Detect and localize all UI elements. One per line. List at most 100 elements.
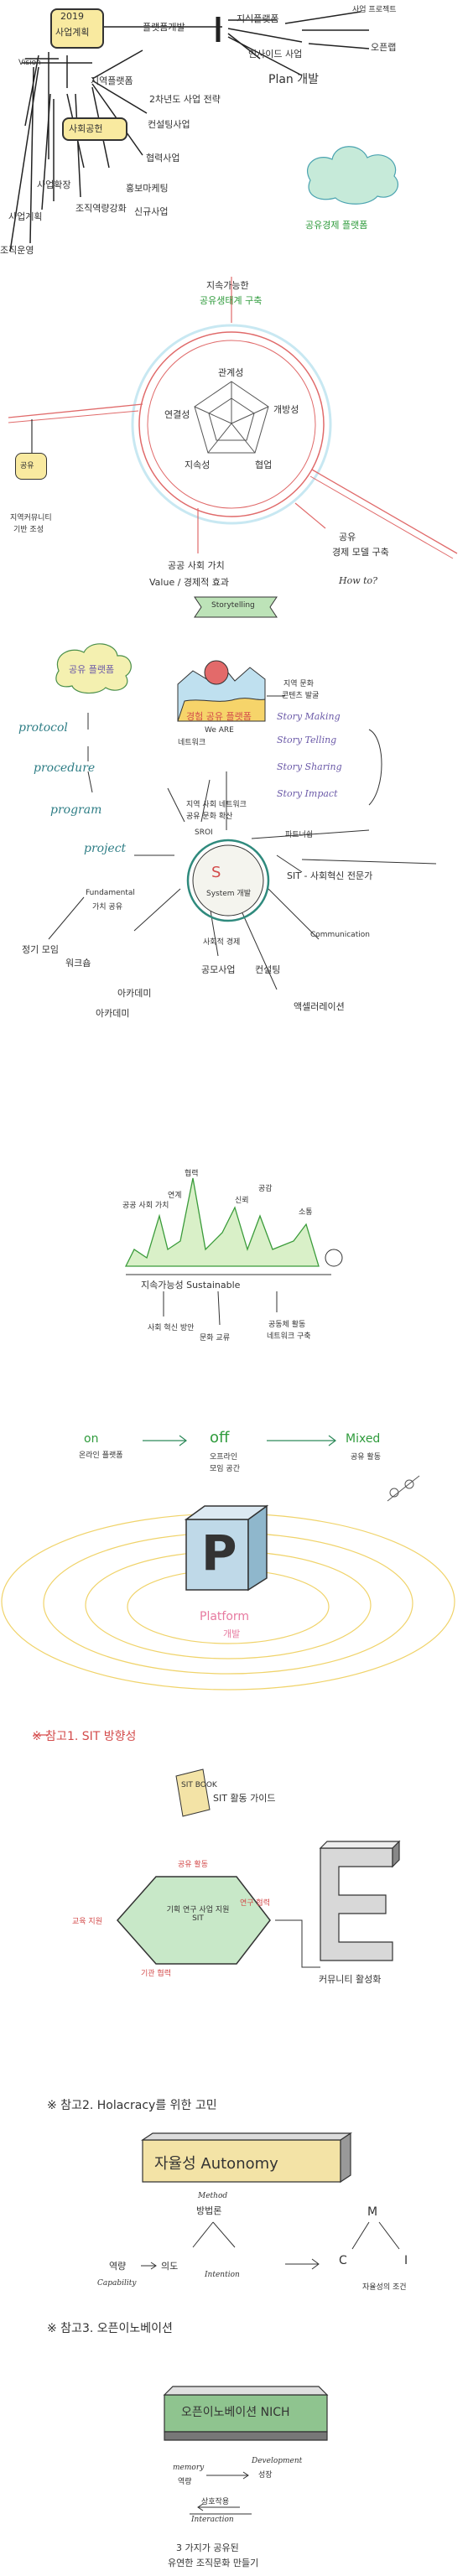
fund-sub: 가치 공유 <box>92 903 122 911</box>
radar-label-2: 개방성 <box>273 404 299 415</box>
sub-right-3: 협력사업 <box>146 153 180 164</box>
story-2: Story Telling <box>277 735 337 745</box>
left-small-2: 워크숍 <box>65 958 91 969</box>
center-node-oval <box>50 8 104 49</box>
s7-title: ※ 참고2. Holacracy를 위한 고민 <box>47 2099 217 2112</box>
sroi: SROI <box>195 828 213 837</box>
far-right-mid: 오픈랩 <box>371 42 397 53</box>
mountain-sub: We ARE <box>205 726 234 735</box>
method: Method <box>198 2192 228 2200</box>
center-year: 2019 <box>60 11 84 22</box>
star-note: 네트워크 <box>178 739 206 747</box>
radar-chart <box>194 381 269 454</box>
right-item-3: Plan 개발 <box>268 73 319 86</box>
right-c: C <box>339 2254 347 2267</box>
cloud-caption: 공유경제 플랫폼 <box>305 220 368 231</box>
left-side-2: 조직운영 <box>0 245 34 256</box>
on-label: on <box>84 1432 99 1446</box>
under-3: 공동체 활동 <box>268 1321 306 1329</box>
platform-sub: 개발 <box>223 1628 241 1639</box>
sub-right-4: 홍보마케팅 <box>126 183 169 194</box>
letter-e-3d <box>319 1840 401 1961</box>
book <box>175 1768 211 1817</box>
left-small-1: 정기 모임 <box>22 944 59 955</box>
right-diag: 파트너쉽 <box>285 831 314 839</box>
left-box-label: 공유 <box>20 462 34 470</box>
memory: memory <box>173 2464 205 2472</box>
left-caption-1: 지역커뮤니티 <box>10 514 52 522</box>
branch-left: 지역플랫폼 <box>91 75 133 86</box>
right-item-1: 지식플랫폼 <box>237 13 279 24</box>
peak-2: 협력 <box>185 1170 199 1178</box>
off-sub-1: 오프라인 <box>210 1453 238 1462</box>
banner-label: Storytelling <box>211 601 255 610</box>
hex-node-1: 공유 활동 <box>178 1861 208 1869</box>
right-node: 플랫폼개발 <box>143 22 185 33</box>
protocol: protocol <box>18 721 68 735</box>
peak-4: 공감 <box>258 1185 273 1193</box>
bottom-right-2: 경제 모델 구축 <box>332 547 389 558</box>
peak-graph <box>124 1177 320 1267</box>
hex-center: 기획 연구 사업 지원 SIT <box>166 1906 230 1923</box>
far-right-top: 사업 프로젝트 <box>352 6 397 14</box>
s6-title: ※ 참고1. SIT 방향성 <box>32 1730 137 1743</box>
peak-5: 소통 <box>299 1208 313 1217</box>
sub-bottom-3: 신규사업 <box>134 206 169 217</box>
book-label: SIT BOOK <box>181 1781 217 1789</box>
left-small-3: 아카데미 <box>117 988 152 999</box>
left-top: Vision <box>18 59 41 67</box>
bottom-item-1: 사회적 경제 <box>203 938 241 947</box>
sub-node: 사회공헌 <box>69 123 103 134</box>
left-word: 역량 <box>109 2261 127 2272</box>
capability: Capability <box>97 2279 137 2288</box>
right-note: 자율성의 조건 <box>362 2283 407 2292</box>
bottom-item-4: 아카데미 <box>96 1008 130 1019</box>
intention: Intention <box>205 2271 240 2279</box>
sit: SIT - 사회혁신 전문가 <box>287 870 373 881</box>
s6-under: 커뮤니티 활성화 <box>319 1974 382 1985</box>
top-center: 지역 사회 네트워크 <box>186 801 247 809</box>
bar-label: 지속가능성 Sustainable <box>141 1280 241 1291</box>
hexagon <box>116 1876 271 1965</box>
sub-bottom-1: 사업확장 <box>37 179 71 190</box>
radar-label-4: 지속성 <box>185 460 211 470</box>
sub-node-box <box>62 117 127 141</box>
s8-title: ※ 참고3. 오픈이노베이션 <box>47 2322 173 2335</box>
autonomy-label: 자율성 Autonomy <box>154 2155 278 2173</box>
top-center-2: 공유 문화 확산 <box>186 813 233 821</box>
mixed-sub: 공유 활동 <box>351 1453 381 1462</box>
right-item-2: 인사이드 사업 <box>248 49 303 60</box>
story-1: Story Making <box>277 711 341 722</box>
hex-node-3: 연구 협력 <box>240 1899 270 1908</box>
interaction: Interaction <box>191 2516 234 2524</box>
bottom-right-1: 공유 <box>339 532 356 543</box>
left-small-box <box>15 453 47 480</box>
sub-bottom-2: 조직역량강화 <box>75 203 127 214</box>
on-sub: 온라인 플랫폼 <box>79 1452 123 1460</box>
block-label: 오픈이노베이션 NICH <box>181 2406 290 2419</box>
under-right: 네트워크 구축 <box>267 1332 311 1341</box>
right-m: M <box>367 2205 378 2219</box>
hex-node-4: 기관 협력 <box>141 1970 171 1978</box>
interaction-sub: 상호작용 <box>201 2498 230 2506</box>
story-4: Story Impact <box>277 788 338 799</box>
peak-3: 신뢰 <box>235 1197 249 1205</box>
sub-right-2: 컨설팅사업 <box>148 119 190 130</box>
right-note-2: 콘텐츠 발굴 <box>282 692 320 700</box>
bottom-far: 액셀러레이션 <box>294 1001 345 1012</box>
method-sub: 방법론 <box>196 2205 222 2216</box>
p-letter: P <box>201 1524 237 1581</box>
system-s: S <box>211 864 221 881</box>
off-label: off <box>210 1429 230 1446</box>
bottom-left-2: Value / 경제적 효과 <box>149 577 230 588</box>
mixed-label: Mixed <box>346 1432 381 1446</box>
left-caption-2: 기반 조성 <box>13 526 44 534</box>
radar-label-3: 협업 <box>255 460 273 470</box>
bottom-left-1: 공공 사회 가치 <box>168 560 225 571</box>
nich-block <box>163 2386 329 2441</box>
procedure: procedure <box>34 761 96 775</box>
autonomy-box <box>141 2132 352 2184</box>
radar-label-1: 관계성 <box>218 367 244 378</box>
